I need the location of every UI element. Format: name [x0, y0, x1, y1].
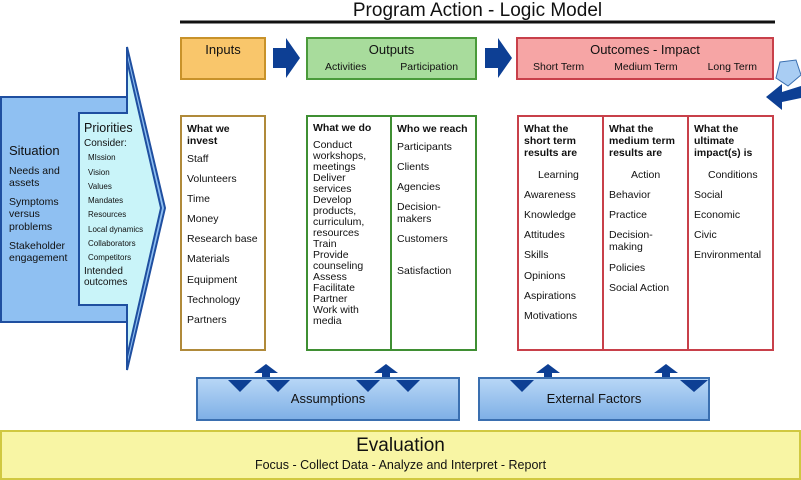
activities-column: What we do Conduct workshops, meetings D…: [306, 115, 392, 351]
column-heading: What the medium term results are: [609, 123, 675, 160]
evaluation-title: Evaluation: [356, 435, 445, 456]
list-item: Volunteers: [187, 173, 237, 186]
situation-item: Symptoms versus problems: [9, 195, 59, 233]
priority-item: Resources: [88, 210, 127, 220]
list-item: Decision-making: [609, 229, 653, 254]
outcomes-header: Outcomes - Impact Short Term Medium Term L…: [516, 37, 774, 80]
outputs-label: Outputs: [368, 42, 415, 57]
column-heading: What the short term results are: [524, 123, 578, 160]
list-item: Policies: [609, 261, 646, 274]
list-item: Environmental: [694, 249, 762, 262]
outputs-header: Outputs Activities Participation: [306, 37, 477, 80]
list-item: Behavior: [609, 189, 651, 202]
curve-arrow-icon: [766, 84, 801, 110]
medium-term-column: What the medium term results are Action …: [602, 115, 689, 351]
list-item: Provide counseling: [313, 249, 364, 273]
curve-arrow-icon: [775, 59, 801, 87]
situation-item: Stakeholder engagement: [9, 239, 68, 265]
list-item: Conduct workshops, meetings: [313, 139, 367, 174]
list-item: Equipment: [187, 273, 238, 286]
list-item: Practice: [609, 209, 647, 222]
list-item: Civic: [694, 229, 717, 242]
priorities-panel: Priorities Consider: MIssion Vision Valu…: [84, 120, 154, 288]
list-item: Social: [694, 189, 723, 202]
list-item: Attitudes: [524, 229, 565, 242]
participation-column: Who we reach Participants Clients Agenci…: [390, 115, 477, 351]
situation-item: Needs and assets: [9, 164, 60, 190]
short-term-column: What the short term results are Learning…: [517, 115, 604, 351]
list-item: Train: [313, 238, 337, 251]
priority-item: Local dynamics: [88, 224, 144, 234]
list-item: Learning: [538, 169, 579, 182]
list-item: Awareness: [524, 189, 576, 202]
priority-item: Competitors: [88, 253, 132, 263]
medium-term-label: Medium Term: [614, 61, 678, 73]
list-item: Knowledge: [524, 209, 576, 222]
list-item: Economic: [694, 209, 741, 222]
priorities-shape: [78, 59, 163, 358]
list-item: Money: [187, 213, 219, 226]
inputs-header: Inputs: [180, 37, 266, 80]
page-title: Program Action - Logic Model: [352, 0, 603, 21]
activities-label: Activities: [324, 61, 367, 73]
situation-panel: Situation Needs and assets Symptoms vers…: [9, 143, 77, 265]
list-item: Partner: [313, 293, 348, 306]
outcomes-label: Outcomes - Impact: [590, 42, 700, 57]
evaluation-bar: Evaluation Focus - Collect Data - Analyz…: [0, 430, 801, 480]
long-term-column: What the ultimate impact(s) is Condition…: [687, 115, 774, 351]
priority-item: Collaborators: [88, 239, 136, 249]
evaluation-subtitle: Focus - Collect Data - Analyze and Inter…: [254, 458, 547, 472]
intended-outcomes: Intended outcomes: [84, 265, 128, 288]
assumptions-box: Assumptions: [196, 377, 460, 421]
list-item: Deliver services: [313, 172, 352, 196]
list-item: Materials: [187, 253, 230, 266]
arrow-right-icon: [273, 38, 300, 78]
list-item: Skills: [524, 249, 549, 262]
list-item: Facilitate: [313, 282, 356, 295]
inputs-column: What we invest Staff Volunteers Time Mon…: [180, 115, 266, 351]
priority-item: Values: [88, 181, 112, 191]
list-item: Action: [631, 169, 661, 182]
list-item: Assess: [313, 271, 347, 284]
list-item: Motivations: [524, 309, 578, 322]
priority-item: MIssion: [88, 153, 116, 163]
column-heading: Who we reach: [397, 123, 468, 135]
long-term-label: Long Term: [707, 61, 757, 73]
list-item: Opinions: [524, 269, 566, 282]
list-item: Social Action: [609, 281, 670, 294]
priorities-title: Priorities: [84, 121, 133, 135]
participation-label: Participation: [400, 61, 459, 73]
column-heading: What we do: [313, 122, 372, 134]
list-item: Staff: [187, 153, 209, 166]
priority-item: Vision: [88, 167, 110, 177]
external-factors-box: External Factors: [478, 377, 710, 421]
arrow-right-icon: [485, 38, 512, 78]
list-item: Aspirations: [524, 289, 576, 302]
list-item: Conditions: [708, 169, 758, 182]
list-item: Satisfaction: [397, 265, 452, 278]
column-heading: What we invest: [187, 123, 230, 148]
list-item: Time: [187, 193, 210, 206]
list-item: Work with media: [313, 304, 359, 328]
list-item: Decision-makers: [397, 201, 441, 226]
list-item: Research base: [187, 233, 258, 246]
situation-title: Situation: [9, 143, 60, 158]
list-item: Clients: [397, 161, 430, 174]
list-item: Customers: [397, 233, 448, 246]
priority-item: Mandates: [88, 196, 124, 206]
column-heading: What the ultimate impact(s) is: [694, 123, 753, 160]
list-item: Partners: [187, 313, 227, 326]
list-item: Develop products, curriculum, resources: [313, 194, 365, 240]
list-item: Agencies: [397, 181, 441, 194]
list-item: Participants: [397, 141, 452, 154]
consider-label: Consider:: [84, 138, 127, 149]
inputs-label: Inputs: [205, 42, 241, 57]
list-item: Technology: [187, 293, 241, 306]
short-term-label: Short Term: [533, 61, 585, 73]
